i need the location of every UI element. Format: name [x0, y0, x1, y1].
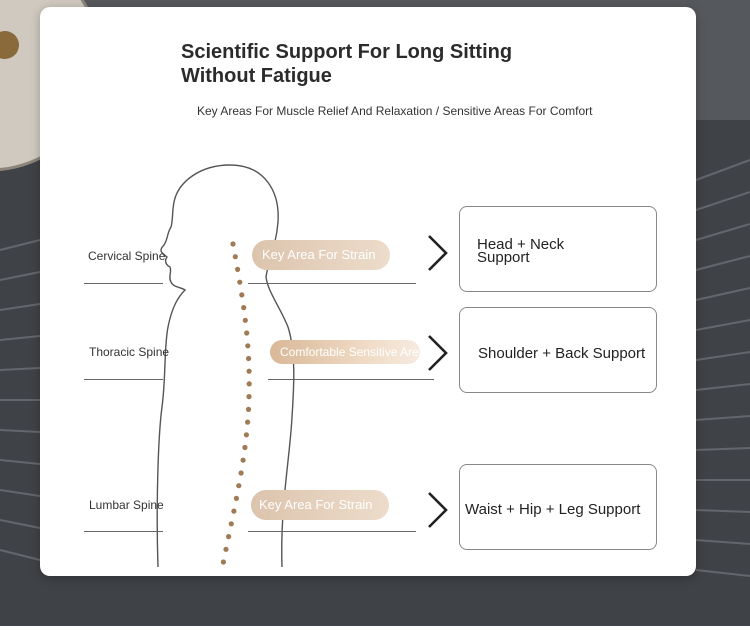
thoracic-tag-underline	[268, 379, 434, 380]
spine-dot	[233, 495, 239, 501]
spine-dot	[243, 432, 249, 438]
head-neck-support-line-1: Head + Neck	[477, 236, 565, 253]
spine-dot	[235, 266, 241, 272]
spine-dot	[228, 521, 234, 527]
head-neck-support-box: Head + Neck Support	[459, 206, 657, 292]
chevron-right-icon	[428, 335, 448, 371]
spine-dot	[223, 546, 229, 552]
lumbar-tag-pill: Key Area For Strain	[251, 490, 389, 520]
shoulder-back-support-box: Shoulder + Back Support	[459, 307, 657, 393]
spine-dot	[244, 330, 250, 336]
cervical-label-underline	[84, 283, 163, 284]
spine-dot	[236, 483, 242, 489]
spine-dot	[220, 559, 226, 565]
thoracic-spine-label: Thoracic Spine	[89, 345, 170, 359]
cervical-spine-label: Cervical Spine	[88, 249, 166, 263]
spine-dot	[246, 355, 252, 362]
body-outline	[156, 164, 295, 568]
chevron-right-icon	[428, 492, 448, 528]
spine-dot	[246, 368, 252, 374]
human-silhouette-figure	[156, 164, 295, 568]
info-card: Scientific Support For Long Sitting With…	[40, 7, 696, 576]
title-line-1: Scientific Support For Long Sitting	[181, 41, 513, 63]
spine-dot	[231, 508, 237, 514]
lumbar-tag-underline	[248, 531, 416, 532]
thoracic-tag-pill: Comfortable Sensitive Area	[270, 340, 420, 364]
chevron-right-icon	[428, 235, 448, 271]
spine-dot	[240, 457, 246, 463]
spine-dot	[239, 292, 245, 298]
lumbar-spine-label: Lumbar Spine	[89, 498, 164, 512]
spine-dot	[242, 317, 248, 323]
cervical-tag-underline	[248, 283, 416, 284]
thoracic-label-underline	[84, 379, 163, 380]
spine-dot	[241, 305, 247, 311]
spine-dot	[246, 381, 252, 387]
spine-dot	[245, 406, 252, 412]
waist-hip-leg-support-box: Waist + Hip + Leg Support	[459, 464, 657, 550]
spine-dot	[232, 254, 238, 260]
spine-dot	[245, 343, 251, 349]
cervical-tag-text: Key Area For Strain	[262, 247, 376, 262]
lumbar-label-underline	[84, 531, 163, 532]
spine-dot	[238, 470, 244, 476]
spine-dot	[230, 241, 236, 247]
spine-dot	[246, 394, 252, 400]
page-title: Scientific Support For Long Sitting With…	[181, 40, 561, 88]
lumbar-tag-text: Key Area For Strain	[259, 497, 373, 512]
spine-dot	[237, 279, 243, 285]
spine-dot	[242, 444, 248, 451]
waist-hip-leg-support-text: Waist + Hip + Leg Support	[465, 501, 641, 518]
cervical-tag-pill: Key Area For Strain	[252, 240, 390, 270]
page-subtitle: Key Areas For Muscle Relief And Relaxati…	[197, 104, 593, 118]
spine-dot	[245, 419, 251, 425]
head-neck-support-line-2: Support	[477, 249, 530, 266]
spine-dot	[226, 534, 232, 540]
spine-dots	[220, 241, 252, 565]
shoulder-back-support-text: Shoulder + Back Support	[478, 345, 646, 362]
thoracic-tag-text: Comfortable Sensitive Area	[280, 345, 420, 359]
title-line-2: Without Fatigue	[181, 65, 332, 87]
